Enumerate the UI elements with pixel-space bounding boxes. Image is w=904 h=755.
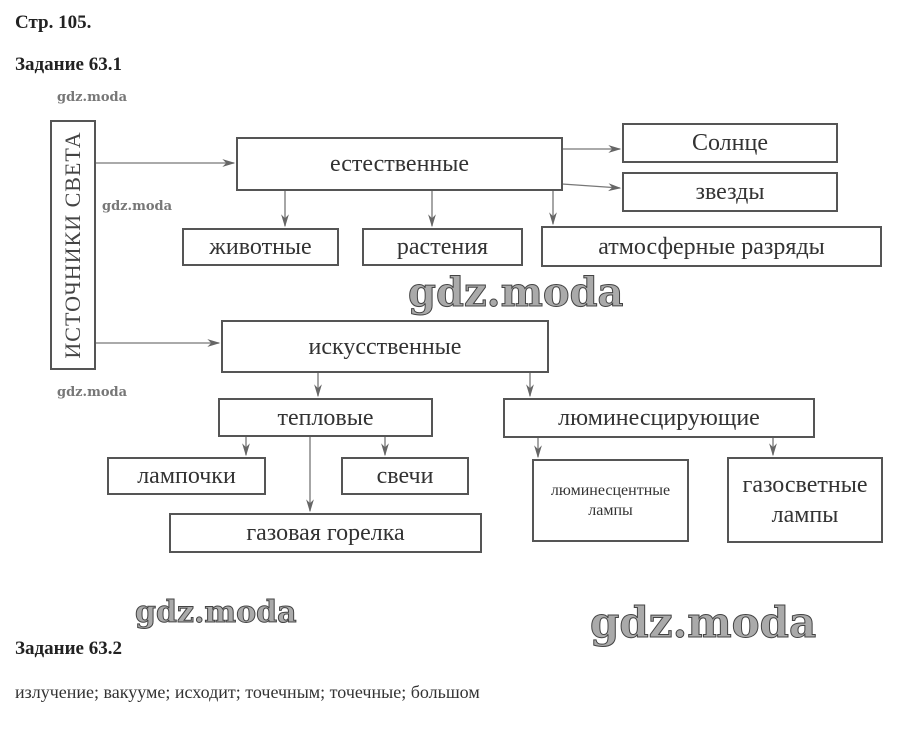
page-label: Стр. 105. [15,12,92,33]
fluorescent-lamps-box: люминесцентные лампы [532,459,689,542]
watermark: gdz.moda [102,199,173,214]
natural-box: естественные [236,137,563,191]
root-label: ИСТОЧНИКИ СВЕТА [60,131,85,359]
watermark: gdz.moda [57,90,128,105]
candles-box: свечи [341,457,469,495]
task-63-2-answer: излучение; вакууме; исходит; точечным; т… [15,682,480,702]
sun-box: Солнце [622,123,838,163]
watermark: gdz.moda [589,598,817,647]
atmospheric-box: атмосферные разряды [541,226,882,267]
watermark: gdz.moda [407,269,624,316]
task-63-1-title: Задание 63.1 [15,54,122,75]
task-63-2-title: Задание 63.2 [15,638,122,659]
watermark: gdz.moda [57,385,128,400]
luminescent-box: люминесцирующие [503,398,815,438]
thermal-box: тепловые [218,398,433,437]
plants-box: растения [362,228,523,266]
artificial-box: искусственные [221,320,549,373]
stars-box: звезды [622,172,838,212]
gas-discharge-lamps-box: газосветные лампы [727,457,883,543]
animals-box: животные [182,228,339,266]
gas-burner-box: газовая горелка [169,513,482,553]
root-box [50,120,96,370]
bulbs-box: лампочки [107,457,266,495]
watermark: gdz.moda [135,595,298,630]
